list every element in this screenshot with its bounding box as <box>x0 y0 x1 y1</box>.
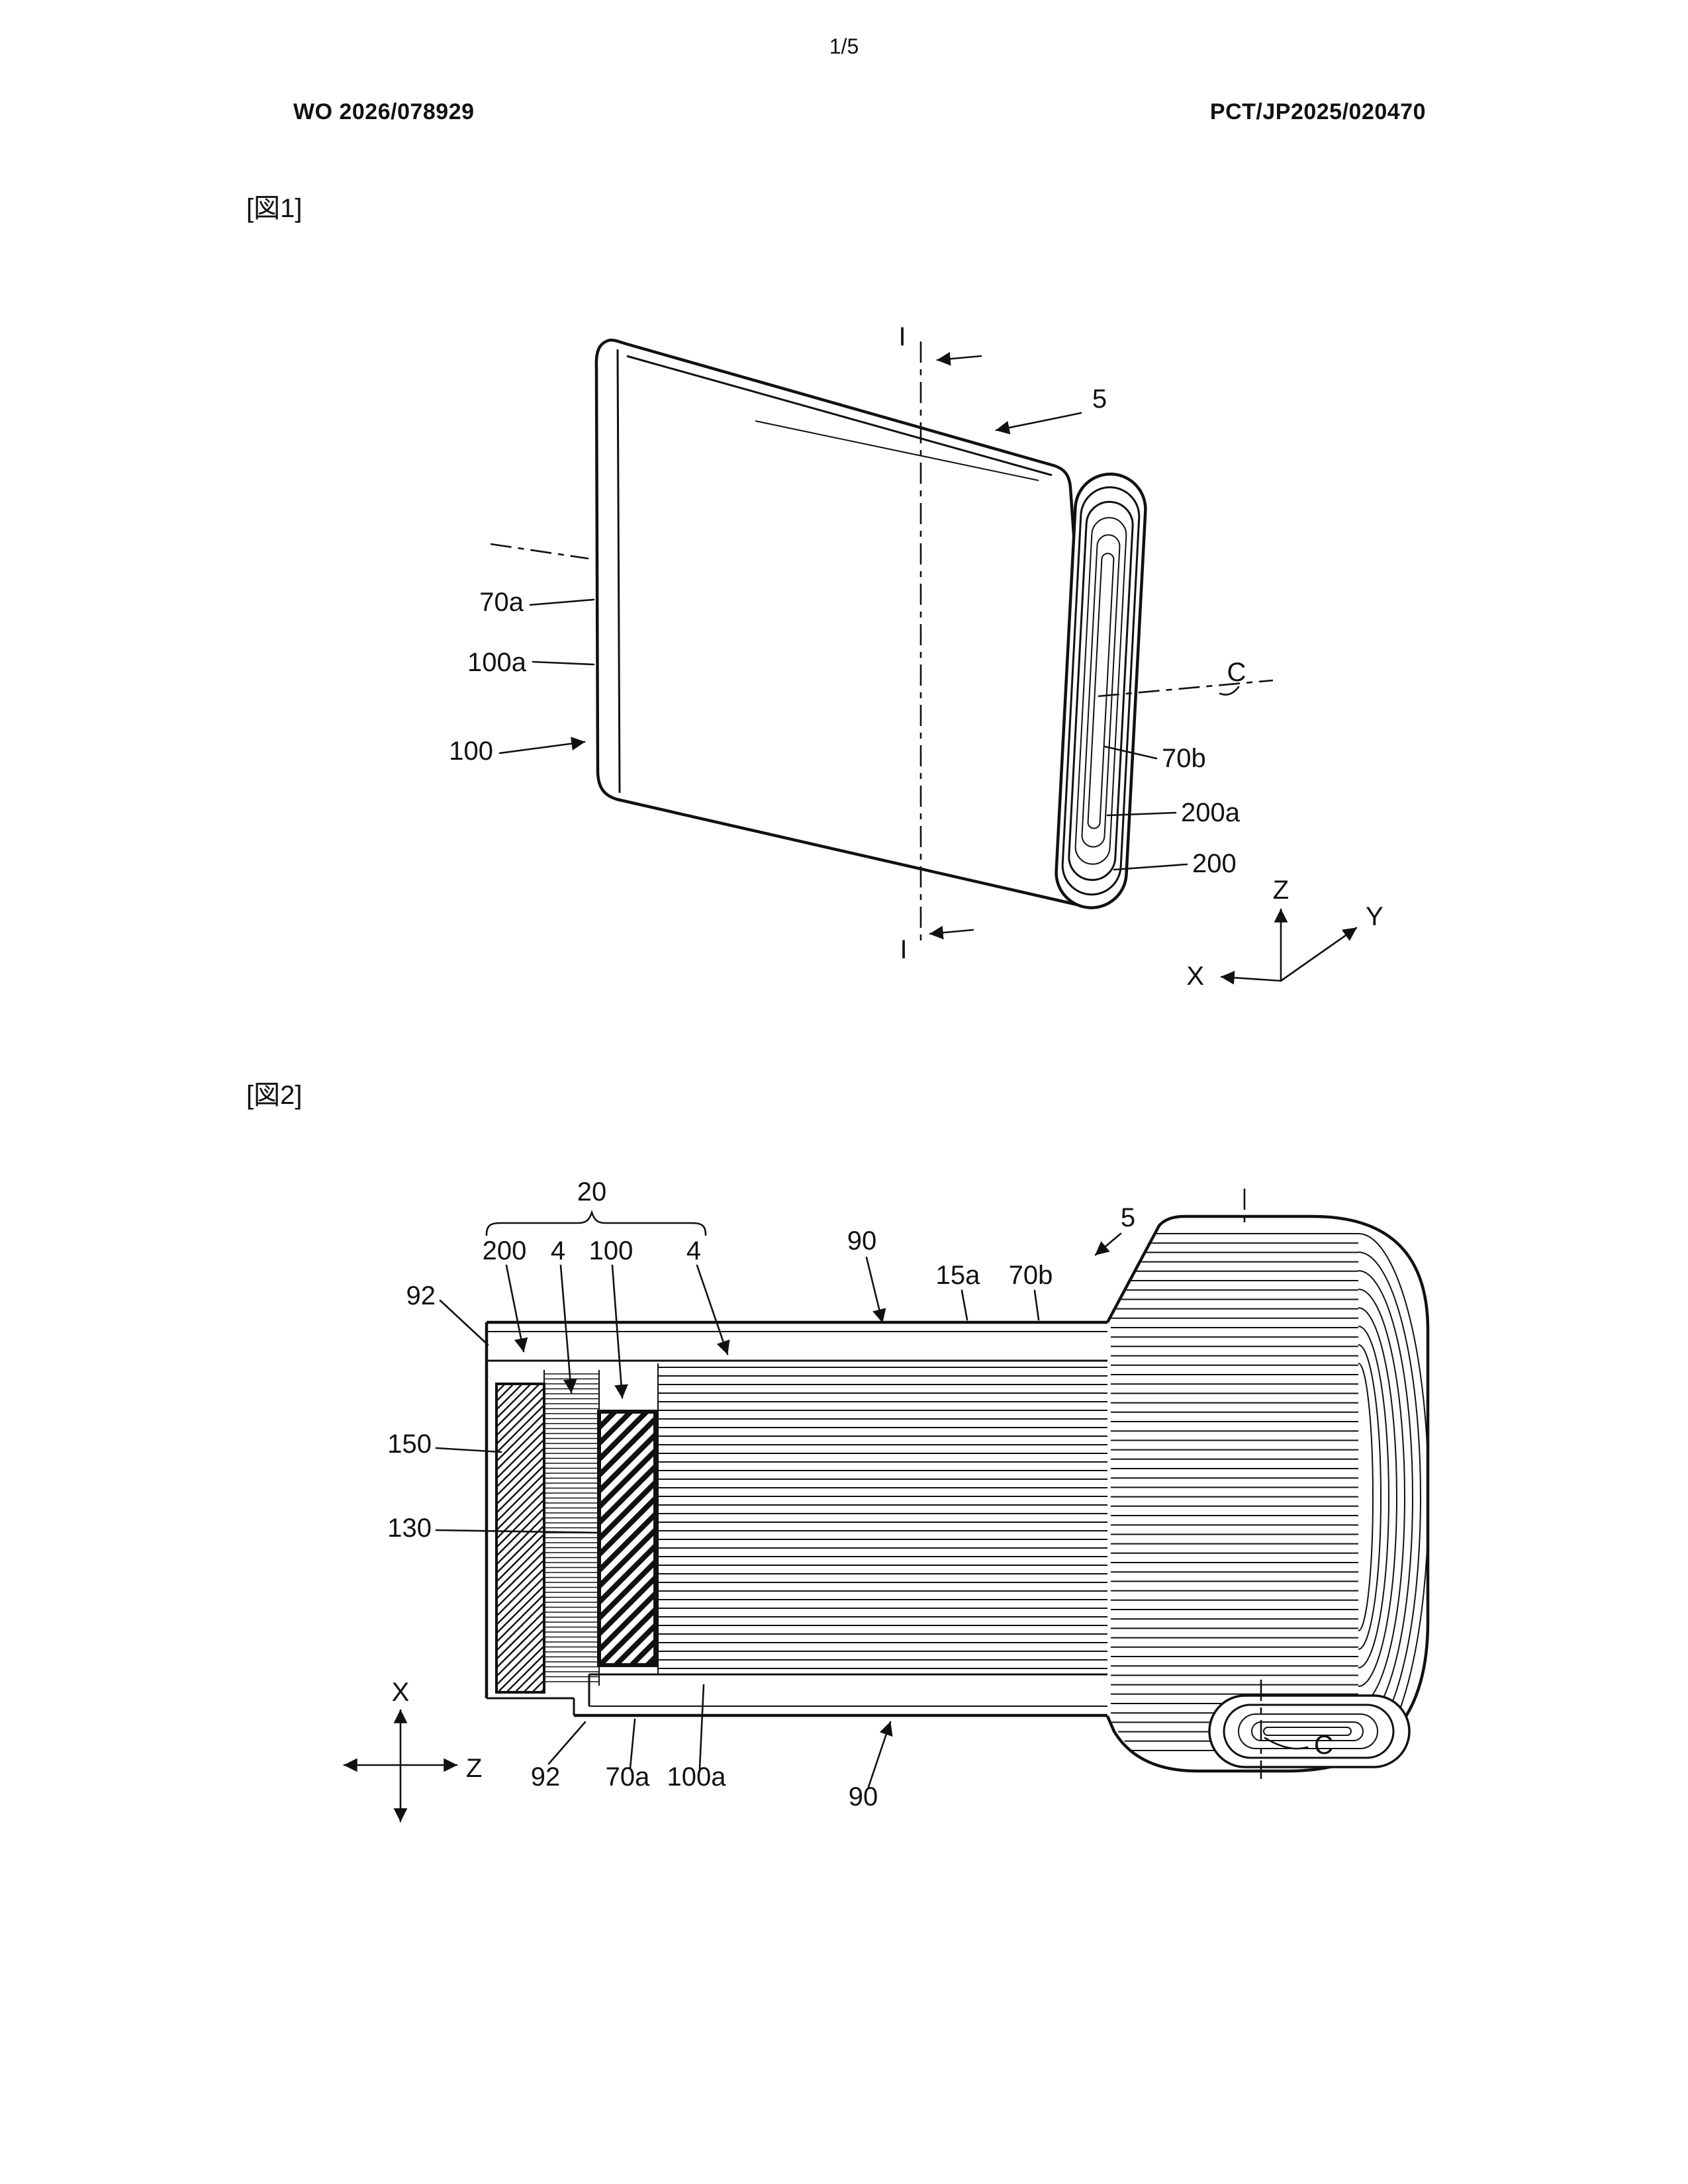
label-70b: 70b <box>1162 744 1206 773</box>
label-axis-y: Y <box>1366 902 1383 931</box>
label-100a: 100a <box>467 648 527 677</box>
electrode-stack-lines <box>658 1367 1107 1669</box>
page-number: 1/5 <box>829 34 859 58</box>
leader-200 <box>1113 863 1188 871</box>
label-section-bottom: I <box>900 935 907 964</box>
leader-200 <box>505 1264 528 1353</box>
label-90-top: 90 <box>847 1226 877 1255</box>
figure2-drawing: 20 200 4 100 4 90 15a 70b 5 92 150 130 9… <box>343 1177 1430 1823</box>
leader-90-bottom <box>867 1721 893 1788</box>
label-axis-x: X <box>392 1678 410 1707</box>
label-4b: 4 <box>686 1236 701 1265</box>
label-200: 200 <box>1192 849 1237 878</box>
leader-130 <box>435 1529 602 1534</box>
label-92-left: 92 <box>406 1281 436 1310</box>
publication-number: WO 2026/078929 <box>293 99 475 124</box>
leader-5 <box>1094 1232 1122 1256</box>
section-arrow-top <box>936 351 982 366</box>
section-arrow-bottom <box>929 925 974 940</box>
label-100a: 100a <box>667 1762 727 1792</box>
application-number: PCT/JP2025/020470 <box>1209 99 1426 124</box>
fold-lines <box>1109 1233 1358 1751</box>
fold-boundary <box>1105 1214 1430 1773</box>
leader-5 <box>995 412 1082 435</box>
brace-20 <box>485 1209 707 1236</box>
label-130: 130 <box>387 1514 432 1543</box>
leader-70b <box>1103 745 1158 760</box>
axes-fig2 <box>343 1709 458 1823</box>
case-top <box>485 1320 1107 1715</box>
case-bottom <box>574 1673 1107 1717</box>
inner-fold-end <box>1208 1694 1411 1768</box>
leader-4b <box>696 1264 730 1355</box>
label-100: 100 <box>589 1236 633 1265</box>
hatched-member-150 <box>495 1383 545 1694</box>
label-c: C <box>1227 658 1246 687</box>
label-axis-z: Z <box>1273 876 1289 905</box>
label-150: 150 <box>387 1430 432 1459</box>
label-70b: 70b <box>1009 1261 1053 1290</box>
label-100: 100 <box>449 737 493 766</box>
label-section-top: I <box>898 322 906 351</box>
fold-arcs <box>1358 1233 1429 1761</box>
label-200: 200 <box>483 1236 527 1265</box>
leader-100 <box>498 737 586 754</box>
label-200a: 200a <box>1181 798 1241 827</box>
label-c: C <box>1314 1731 1333 1760</box>
label-5: 5 <box>1092 385 1107 414</box>
leader-100 <box>611 1264 628 1399</box>
winding-axis-left <box>490 543 589 560</box>
leader-c <box>1264 1737 1309 1750</box>
axes-fig1 <box>1220 908 1358 985</box>
label-5: 5 <box>1121 1203 1135 1232</box>
leader-90-top <box>865 1256 886 1324</box>
leader-70b <box>1033 1289 1040 1321</box>
label-92-bottom: 92 <box>531 1762 561 1792</box>
leader-92-left <box>439 1299 489 1346</box>
label-15a: 15a <box>936 1261 980 1290</box>
fine-layer-strip <box>544 1373 599 1682</box>
winding-axis-right <box>1098 679 1274 698</box>
leader-15a <box>961 1289 968 1321</box>
label-70a: 70a <box>479 588 524 617</box>
leader-4a <box>559 1264 577 1394</box>
figure2-caption: [図2] <box>246 1081 303 1110</box>
leader-70a <box>529 598 595 606</box>
leader-150 <box>435 1447 502 1453</box>
leader-c <box>1219 686 1240 696</box>
label-axis-x: X <box>1186 962 1204 991</box>
leader-100a <box>532 660 595 666</box>
figure1-drawing: I I 5 70a 100a 100 C 70b 200a 200 Z Y X <box>449 322 1383 991</box>
label-70a: 70a <box>606 1762 650 1792</box>
hatched-member-130 <box>597 1410 657 1667</box>
leader-100a <box>698 1684 705 1770</box>
label-4a: 4 <box>551 1236 565 1265</box>
label-axis-z: Z <box>466 1754 482 1783</box>
label-90-bottom: 90 <box>849 1782 878 1811</box>
leader-200a <box>1106 811 1177 817</box>
label-20: 20 <box>577 1177 607 1206</box>
leader-92-bottom <box>547 1721 586 1765</box>
figure1-caption: [図1] <box>246 194 303 223</box>
roll-end <box>1055 473 1147 909</box>
leader-70a <box>629 1718 636 1770</box>
